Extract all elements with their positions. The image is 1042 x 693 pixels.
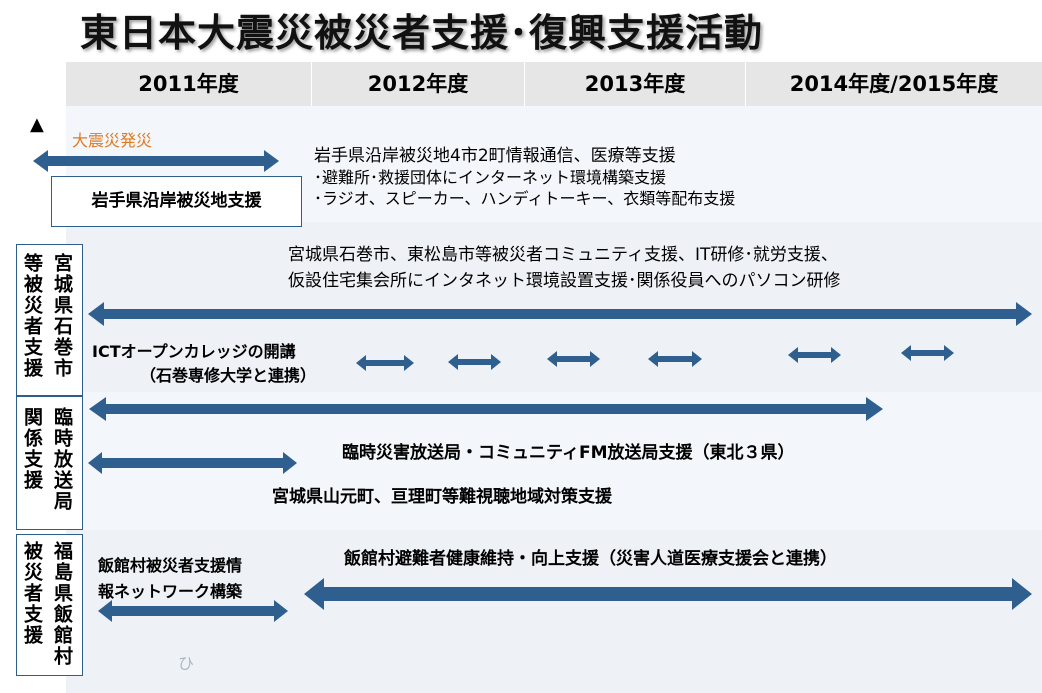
footer-char: ひ bbox=[178, 654, 195, 673]
arrow-radio-1 bbox=[89, 397, 883, 421]
arrow-fukushima-1 bbox=[98, 600, 288, 622]
arrow-ict-1 bbox=[356, 355, 414, 371]
miyagi-side-col-1: 宮城県石巻市 bbox=[51, 253, 73, 379]
arrow-fukushima-2 bbox=[304, 578, 1032, 610]
year-header-bar: 2011年度 2012年度 2013年度 2014年度/2015年度 bbox=[66, 62, 1042, 106]
page-title: 東日本大震災被災者支援･復興支援活動 bbox=[80, 11, 764, 55]
radio-side-label: 臨時放送局 関係支援 bbox=[16, 396, 83, 530]
year-2013: 2013年度 bbox=[525, 62, 746, 106]
arrow-radio-2 bbox=[88, 452, 297, 474]
fukushima-side-col-1: 福島県飯館村 bbox=[51, 541, 73, 667]
ict-college-line-1: ICTオープンカレッジの開講 bbox=[92, 342, 296, 361]
year-2012: 2012年度 bbox=[312, 62, 525, 106]
arrow-ict-5 bbox=[788, 347, 841, 363]
miyagi-line-2: 仮設住宅集会所にインタネット環境設置支援･関係役員へのパソコン研修 bbox=[288, 271, 841, 291]
radio-line-2: 宮城県山元町、亘理町等難視聴地域対策支援 bbox=[272, 487, 612, 507]
radio-line-1: 臨時災害放送局・コミュニティFM放送局支援（東北３県） bbox=[342, 443, 795, 463]
arrow-ict-3 bbox=[547, 351, 600, 367]
event-label: 大震災発災 bbox=[72, 131, 153, 150]
year-2014-2015: 2014年度/2015年度 bbox=[789, 72, 999, 96]
arrow-ict-4 bbox=[648, 351, 702, 367]
radio-side-col-1: 臨時放送局 bbox=[51, 407, 73, 512]
radio-side-col-2: 関係支援 bbox=[21, 407, 43, 491]
ict-college-line-2: （石巻専修大学と連携） bbox=[140, 366, 317, 385]
event-marker: ▲ bbox=[30, 114, 44, 135]
arrow-ict-6 bbox=[901, 345, 954, 361]
fukushima-side-label: 福島県飯館村 被災者支援 bbox=[16, 534, 83, 676]
miyagi-line-1: 宮城県石巻市、東松島市等被災者コミュニティ支援、IT研修･就労支援、 bbox=[288, 245, 838, 265]
miyagi-side-col-2: 等被災者支援 bbox=[21, 253, 43, 379]
iwate-box-label: 岩手県沿岸被災地支援 bbox=[51, 176, 302, 227]
iwate-line-2: ･避難所･救援団体にインターネット環境構築支援 bbox=[314, 168, 667, 187]
fukushima-network-line-1: 飯館村被災者支援情 bbox=[98, 556, 243, 575]
miyagi-side-label: 宮城県石巻市 等被災者支援 bbox=[16, 244, 83, 396]
iwate-line-1: 岩手県沿岸被災地4市2町情報通信、医療等支援 bbox=[314, 146, 676, 166]
arrow-iwate bbox=[33, 150, 279, 172]
fukushima-health: 飯館村避難者健康維持・向上支援（災害人道医療支援会と連携） bbox=[344, 549, 837, 569]
arrow-ict-2 bbox=[448, 354, 501, 370]
arrow-miyagi bbox=[88, 302, 1032, 326]
fukushima-network-line-2: 報ネットワーク構築 bbox=[98, 582, 243, 601]
year-2011: 2011年度 bbox=[66, 62, 312, 106]
iwate-line-3: ･ラジオ、スピーカー、ハンディトーキー、衣類等配布支援 bbox=[314, 189, 736, 208]
fukushima-side-col-2: 被災者支援 bbox=[21, 541, 43, 646]
